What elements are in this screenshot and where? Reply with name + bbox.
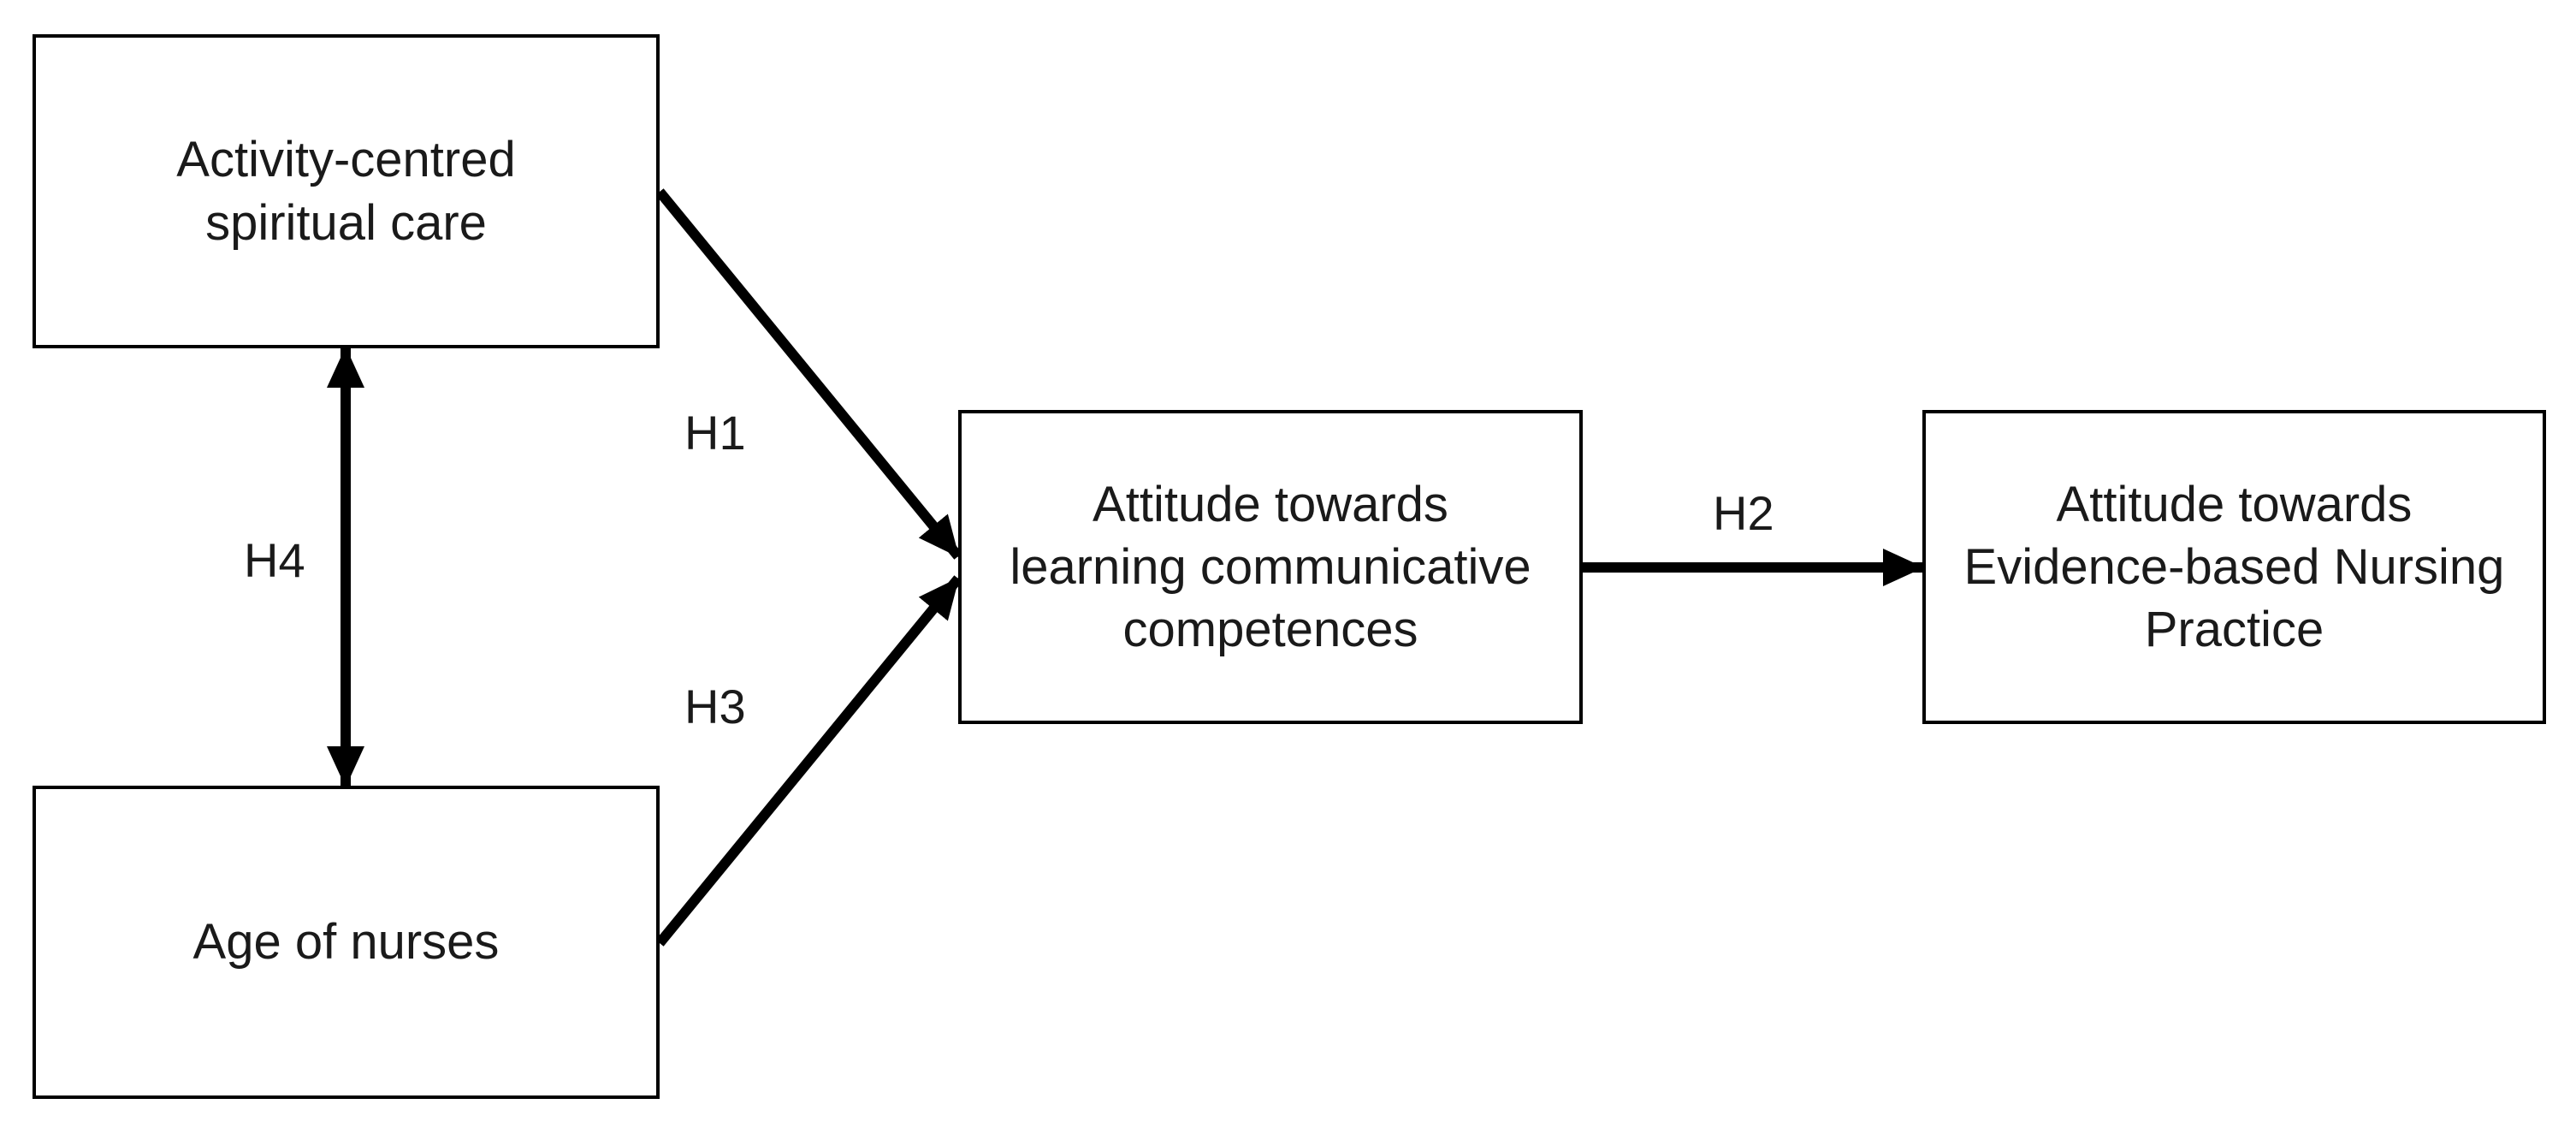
- node-attitude-evidence-based-nursing-practice: Attitude towards Evidence-based Nursing …: [1922, 410, 2546, 724]
- node-label: Age of nurses: [192, 914, 500, 971]
- node-label: Attitude towards Evidence-based Nursing …: [1963, 476, 2505, 658]
- node-label: Activity-centred spiritual care: [176, 132, 516, 251]
- hypothesis-label-h1: H1: [684, 406, 746, 460]
- hypothesis-label-h2: H2: [1713, 486, 1774, 540]
- node-attitude-learning-communicative-competences: Attitude towards learning communicative …: [958, 410, 1583, 724]
- node-age-of-nurses: Age of nurses: [33, 786, 660, 1099]
- node-activity-centred-spiritual-care: Activity-centred spiritual care: [33, 34, 660, 348]
- arrow-h1: [655, 188, 962, 560]
- hypothesis-label-h3: H3: [684, 680, 746, 733]
- hypothesis-label-h4: H4: [244, 533, 305, 587]
- node-label: Attitude towards learning communicative …: [1010, 476, 1531, 658]
- arrow-h3: [655, 575, 962, 947]
